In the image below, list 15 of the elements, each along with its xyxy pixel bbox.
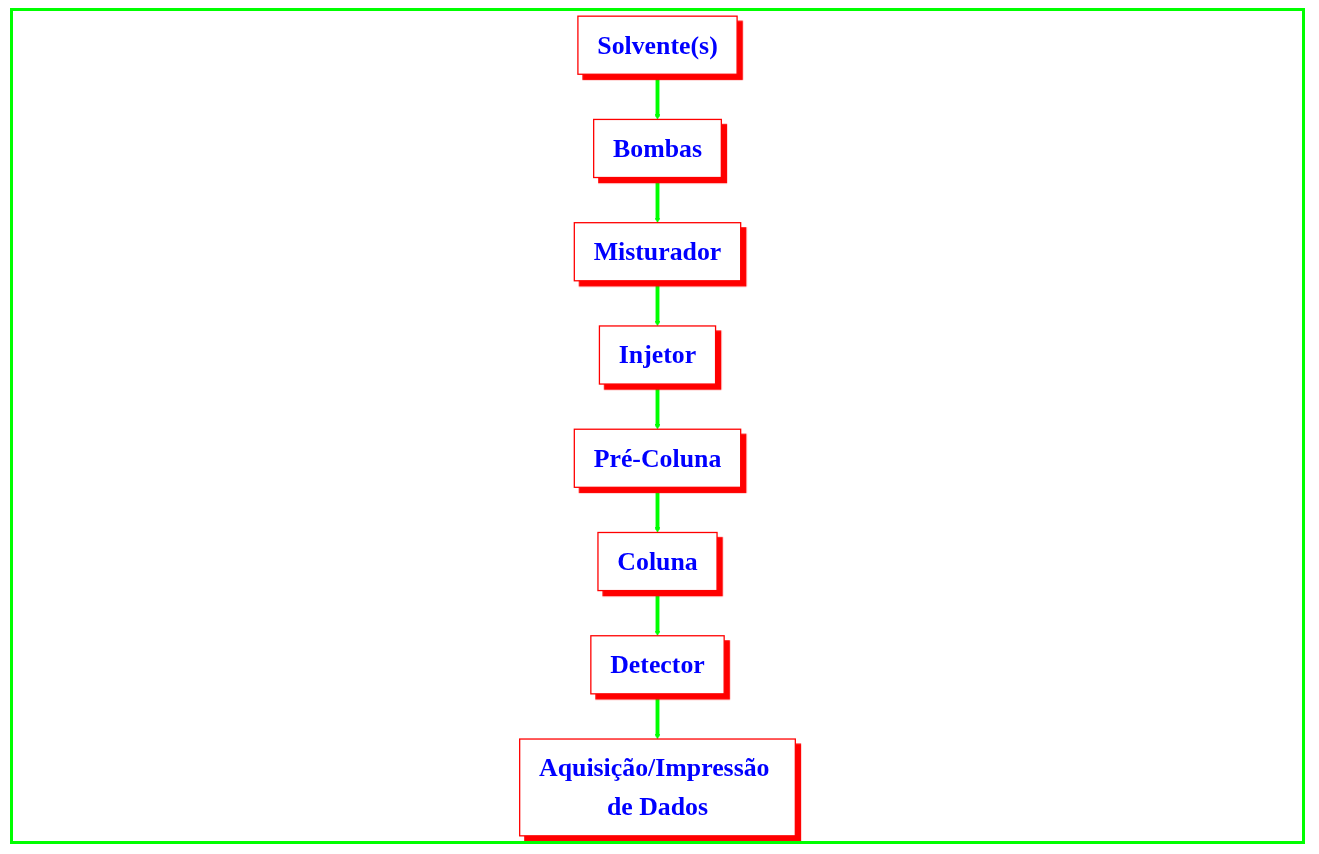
arrow — [654, 384, 661, 430]
arrow — [654, 693, 661, 740]
arrow — [654, 280, 661, 327]
arrow — [654, 177, 661, 223]
node-box: Bombas — [593, 118, 722, 179]
arrow — [654, 74, 661, 120]
node-box: Aquisição/Impressão de Dados — [519, 738, 796, 837]
arrow — [654, 487, 661, 533]
node-box: Coluna — [597, 531, 718, 592]
node-box: Detector — [590, 635, 725, 695]
node-box: Injetor — [598, 325, 717, 385]
node-box: Solvente(s) — [577, 15, 738, 75]
node-box: Misturador — [573, 222, 742, 282]
node-box: Pré-Coluna — [573, 428, 742, 488]
arrow — [654, 590, 661, 636]
